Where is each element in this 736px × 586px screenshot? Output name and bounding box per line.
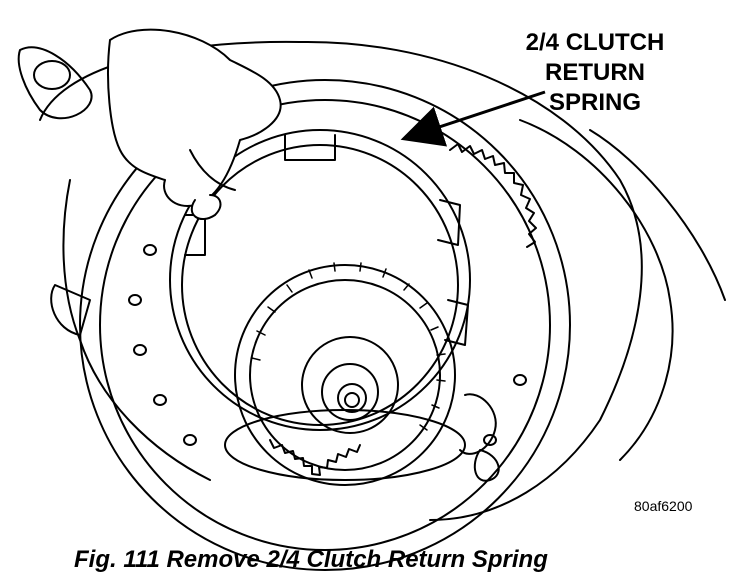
callout-arrow	[400, 90, 546, 147]
spring-tab-right2	[444, 299, 469, 346]
lower-hub-ring	[224, 409, 466, 481]
spring-tab-right	[437, 199, 461, 246]
housing-bolt-holes	[128, 244, 527, 446]
housing-ring-outer	[79, 79, 571, 571]
hand	[107, 28, 282, 207]
clutch-return-spring	[169, 129, 471, 431]
ring-gear-teeth	[449, 143, 537, 248]
case-left-flange	[17, 46, 93, 120]
hand-finger-tip	[190, 194, 222, 220]
callout-line-1: 2/4 CLUTCH	[525, 29, 665, 56]
case-right-edge	[589, 129, 726, 301]
clutch-pack-inner	[249, 279, 441, 471]
figure-id: 80af6200	[634, 498, 693, 514]
callout-line-3: SPRING	[548, 89, 641, 116]
hub-middle	[321, 363, 379, 421]
clutch-pack-splines	[251, 262, 446, 431]
callout-label: 2/4 CLUTCH RETURN SPRING	[490, 28, 700, 118]
bracket-lower-right	[459, 393, 497, 455]
bracket-left	[50, 284, 91, 336]
clutch-return-spring-inner	[181, 144, 459, 426]
hub-shaft	[337, 383, 367, 413]
case-right-housing	[519, 119, 674, 461]
housing-ring-inner	[99, 99, 551, 551]
callout-line-2: RETURN	[545, 59, 645, 86]
figure-caption: Fig. 111 Remove 2/4 Clutch Return Spring	[74, 546, 548, 573]
clutch-pack-outer	[234, 264, 456, 486]
hub-shaft-inner	[344, 392, 360, 408]
lower-gear-teeth	[269, 439, 361, 476]
lower-tab	[473, 449, 500, 482]
hand-finger-crease	[189, 149, 236, 191]
spring-tab-left	[184, 214, 206, 256]
spring-tab-top	[284, 134, 336, 161]
case-bolt-boss	[33, 60, 71, 90]
hub-outer	[301, 336, 399, 434]
